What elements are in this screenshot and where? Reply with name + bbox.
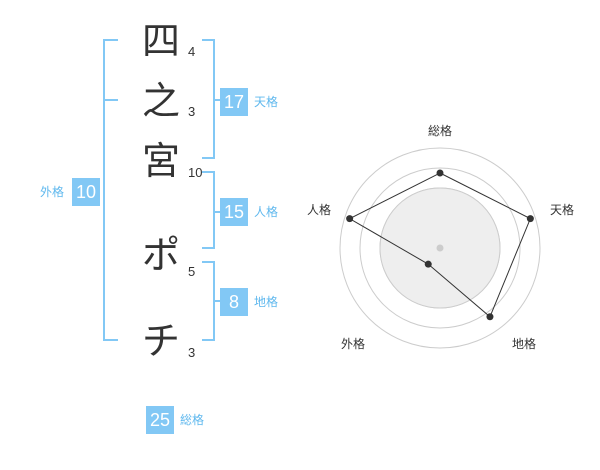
name-char-1: 四 bbox=[141, 19, 180, 63]
radar-point bbox=[424, 260, 432, 268]
jinkaku-value: 15 bbox=[220, 198, 248, 226]
tenkaku-value: 17 bbox=[220, 88, 248, 116]
radar-ring bbox=[359, 167, 521, 329]
radar-point bbox=[526, 215, 534, 223]
stroke-count-1: 4 bbox=[188, 44, 196, 59]
soukaku-value: 25 bbox=[146, 406, 174, 434]
stroke-count-5: 3 bbox=[188, 345, 196, 360]
gaikaku-label: 外格 bbox=[40, 185, 65, 199]
stroke-count-2: 3 bbox=[188, 104, 196, 119]
chikaku-label: 地格 bbox=[254, 295, 279, 309]
radar-ring bbox=[339, 147, 541, 349]
radar-axis-label-tenkaku: 天格 bbox=[550, 203, 575, 217]
radar-axis-label-gaikaku: 外格 bbox=[341, 337, 366, 351]
stroke-count-3: 10 bbox=[188, 165, 203, 180]
name-char-5: チ bbox=[141, 319, 180, 363]
radar-point bbox=[436, 169, 444, 177]
jinkaku-label: 人格 bbox=[254, 205, 279, 219]
chikaku-value: 8 bbox=[220, 288, 248, 316]
radar-point bbox=[346, 215, 354, 223]
radar-polygon bbox=[348, 172, 531, 318]
radar-axis-label-jinkaku: 人格 bbox=[307, 203, 332, 217]
soukaku-label: 総格 bbox=[180, 413, 205, 427]
radar-axis-label-soukaku: 総格 bbox=[428, 124, 453, 138]
radar-point bbox=[486, 313, 494, 321]
stroke-count-4: 5 bbox=[188, 264, 196, 279]
name-char-2: 之 bbox=[141, 79, 180, 123]
gaikaku-bracket bbox=[103, 39, 118, 341]
jinkaku-bracket bbox=[202, 171, 215, 249]
name-char-4: ポ bbox=[141, 233, 180, 277]
radar-center-dot bbox=[436, 244, 444, 252]
gaikaku-value: 10 bbox=[72, 178, 100, 206]
radar-axis-label-chikaku: 地格 bbox=[512, 337, 537, 351]
radar-points bbox=[346, 169, 534, 321]
tenkaku-label: 天格 bbox=[254, 95, 279, 109]
name-char-3: 宮 bbox=[141, 139, 180, 183]
